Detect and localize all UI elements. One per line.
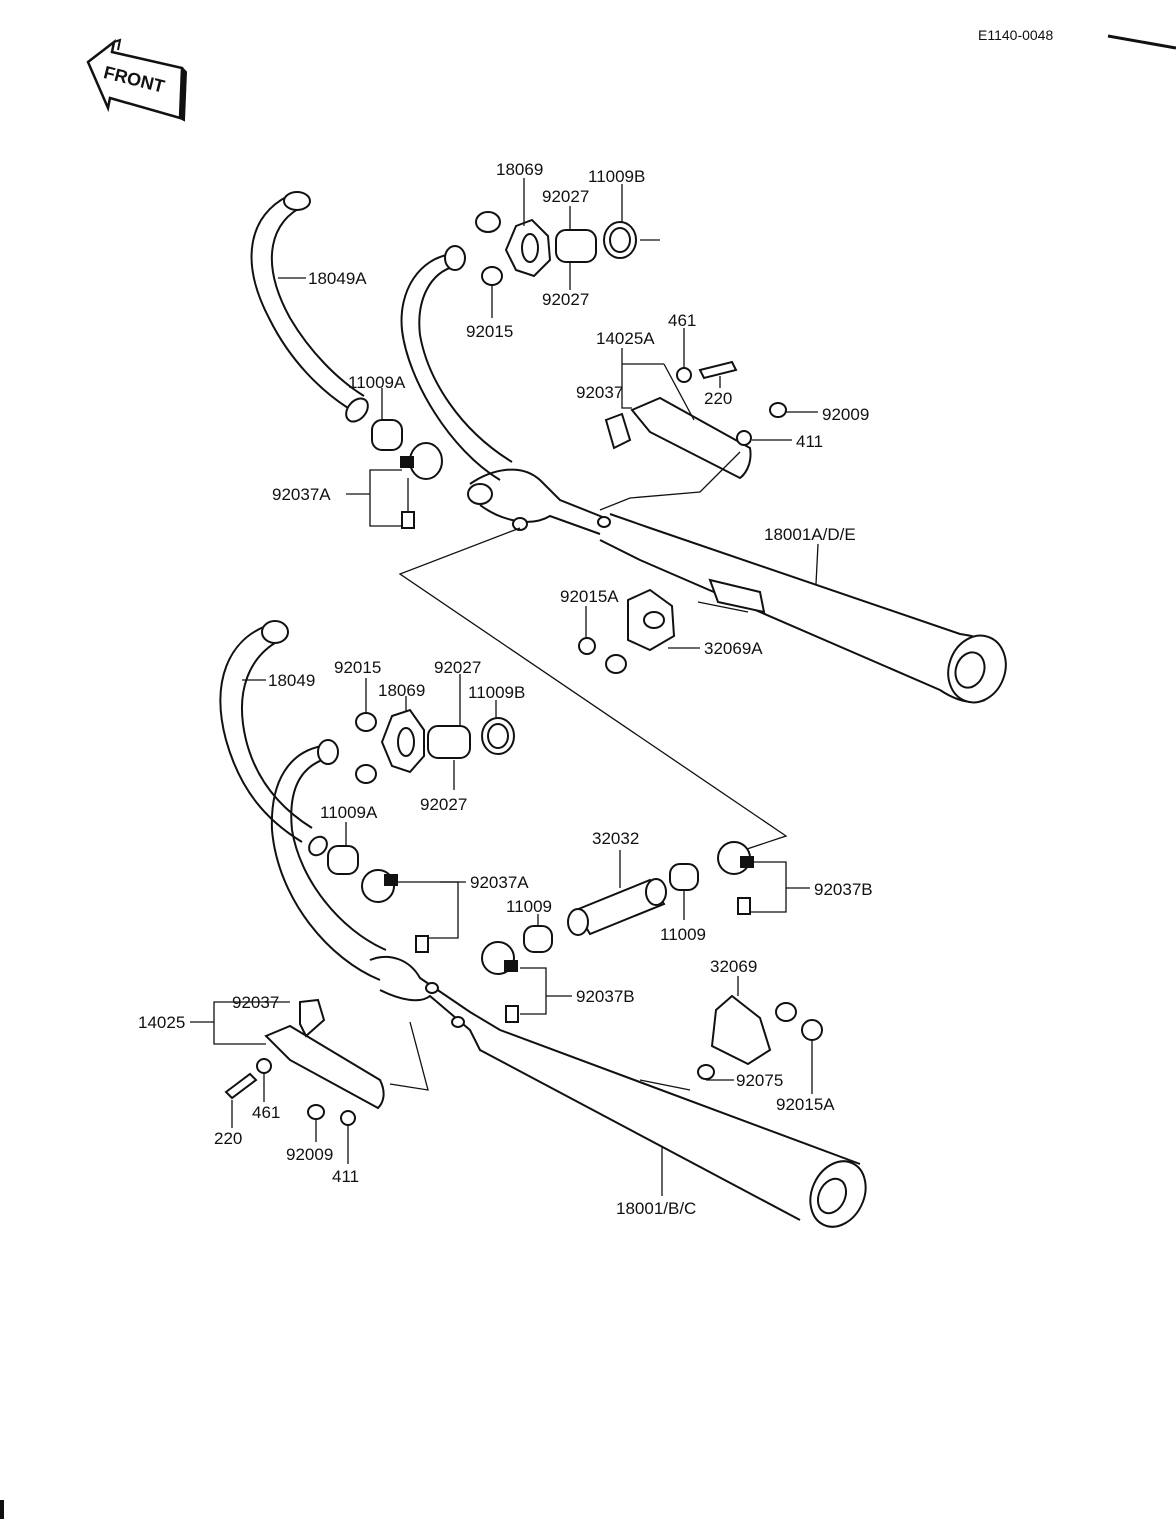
- label-92037a: 92037A: [272, 485, 331, 504]
- sleeve-11009a: [371, 419, 403, 451]
- upper-assembly: [250, 191, 1007, 704]
- label-18069: 18069: [496, 160, 543, 179]
- scan-edge-mark: [0, 1500, 4, 1519]
- label-92015a-lower: 92015A: [776, 1095, 835, 1114]
- label-32069: 32069: [710, 957, 757, 976]
- sleeve-11009-left: [523, 925, 553, 953]
- nut-92015-lower-bottom: [355, 764, 377, 784]
- labels-upper: 18069 92027 11009B 18049A 92027 92015 46…: [272, 160, 869, 658]
- label-92037-lower: 92037: [232, 993, 279, 1012]
- label-92027-lower-top: 92027: [434, 658, 481, 677]
- clamp-nut-92037a: [400, 456, 414, 468]
- pipe-end-18049a: [283, 191, 311, 211]
- header-pipe-18049a-outer: [250, 195, 349, 409]
- label-92009-lower: 92009: [286, 1145, 333, 1164]
- label-92015-lower: 92015: [334, 658, 381, 677]
- nut-92015a: [578, 637, 596, 655]
- pipe-end-upper-right: [444, 245, 466, 271]
- clip-92037: [604, 412, 632, 450]
- label-92037: 92037: [576, 383, 623, 402]
- washer-411-lower: [340, 1110, 356, 1126]
- bolt-92009-lower: [307, 1104, 325, 1120]
- bolt-92075: [697, 1064, 715, 1080]
- label-92015a: 92015A: [560, 587, 619, 606]
- label-92027-lower-bottom: 92027: [420, 795, 467, 814]
- label-92075: 92075: [736, 1071, 783, 1090]
- label-32032: 32032: [592, 829, 639, 848]
- label-461: 461: [668, 311, 696, 330]
- bolt-92037a: [401, 511, 415, 529]
- label-18001bc: 18001/B/C: [616, 1199, 696, 1218]
- link-leader-line: [398, 527, 788, 851]
- label-92027-bottom: 92027: [542, 290, 589, 309]
- mount-plate-upper: [708, 578, 766, 614]
- nut-92015a-lower: [801, 1019, 823, 1041]
- label-18001ade: 18001A/D/E: [764, 525, 856, 544]
- collar-92027-lower: [427, 725, 471, 759]
- pipe-end-18049: [261, 620, 289, 644]
- label-11009b-lower: 11009B: [468, 683, 525, 702]
- heat-guard-14025: [264, 1024, 385, 1110]
- bolt-92009: [769, 402, 787, 418]
- label-92015: 92015: [466, 322, 513, 341]
- header-pipe-upper-right: [400, 253, 501, 481]
- bolt-220-lower: [224, 1072, 258, 1100]
- label-18049a: 18049A: [308, 269, 367, 288]
- label-220-lower: 220: [214, 1129, 242, 1148]
- clip-92037-lower: [299, 998, 326, 1038]
- heat-guard-14025a: [630, 396, 752, 480]
- lower-assembly: [219, 620, 867, 1228]
- label-14025a: 14025A: [596, 329, 655, 348]
- washer-411: [736, 430, 752, 446]
- label-411: 411: [796, 432, 823, 451]
- nut-92015-top: [475, 211, 501, 233]
- label-411-lower: 411: [332, 1167, 359, 1186]
- muffler-lower-top: [369, 955, 861, 1165]
- washer-461-lower: [256, 1058, 272, 1074]
- label-18069-lower: 18069: [378, 681, 425, 700]
- label-220: 220: [704, 389, 732, 408]
- front-arrow-icon: FRONT: [86, 38, 188, 122]
- label-92009: 92009: [822, 405, 869, 424]
- label-11009a: 11009A: [348, 373, 406, 392]
- clamp-92037a: [409, 442, 443, 480]
- label-14025: 14025: [138, 1013, 185, 1032]
- collar-92027: [555, 229, 597, 263]
- label-92027-top: 92027: [542, 187, 589, 206]
- label-11009-right: 11009: [660, 925, 706, 944]
- nut-92015-bottom: [481, 266, 503, 286]
- label-11009b: 11009B: [588, 167, 645, 186]
- bracket-32069: [710, 994, 772, 1066]
- washer-461: [676, 367, 692, 383]
- bolt-220: [698, 360, 738, 380]
- label-92037b-right: 92037B: [814, 880, 873, 899]
- diagram-code: E1140-0048: [978, 27, 1053, 43]
- label-11009a-lower: 11009A: [320, 803, 378, 822]
- leader-lines: [190, 178, 819, 1196]
- sleeve-11009a-lower: [327, 845, 359, 875]
- label-32069a: 32069A: [704, 639, 763, 658]
- nut-92015-lower-top: [355, 712, 377, 732]
- header-pipe-18049-outer: [219, 625, 303, 843]
- header-pipe-lower-right: [270, 745, 381, 981]
- label-461-lower: 461: [252, 1103, 280, 1122]
- scan-mark: [1107, 34, 1176, 50]
- sleeve-11009-right: [669, 863, 699, 891]
- label-18049: 18049: [268, 671, 315, 690]
- label-11009-left: 11009: [506, 897, 552, 916]
- label-92037b-mid: 92037B: [576, 987, 635, 1006]
- label-92037a-lower: 92037A: [470, 873, 529, 892]
- labels-lower: 18049 92015 92027 18069 11009B 92027 110…: [138, 658, 873, 1218]
